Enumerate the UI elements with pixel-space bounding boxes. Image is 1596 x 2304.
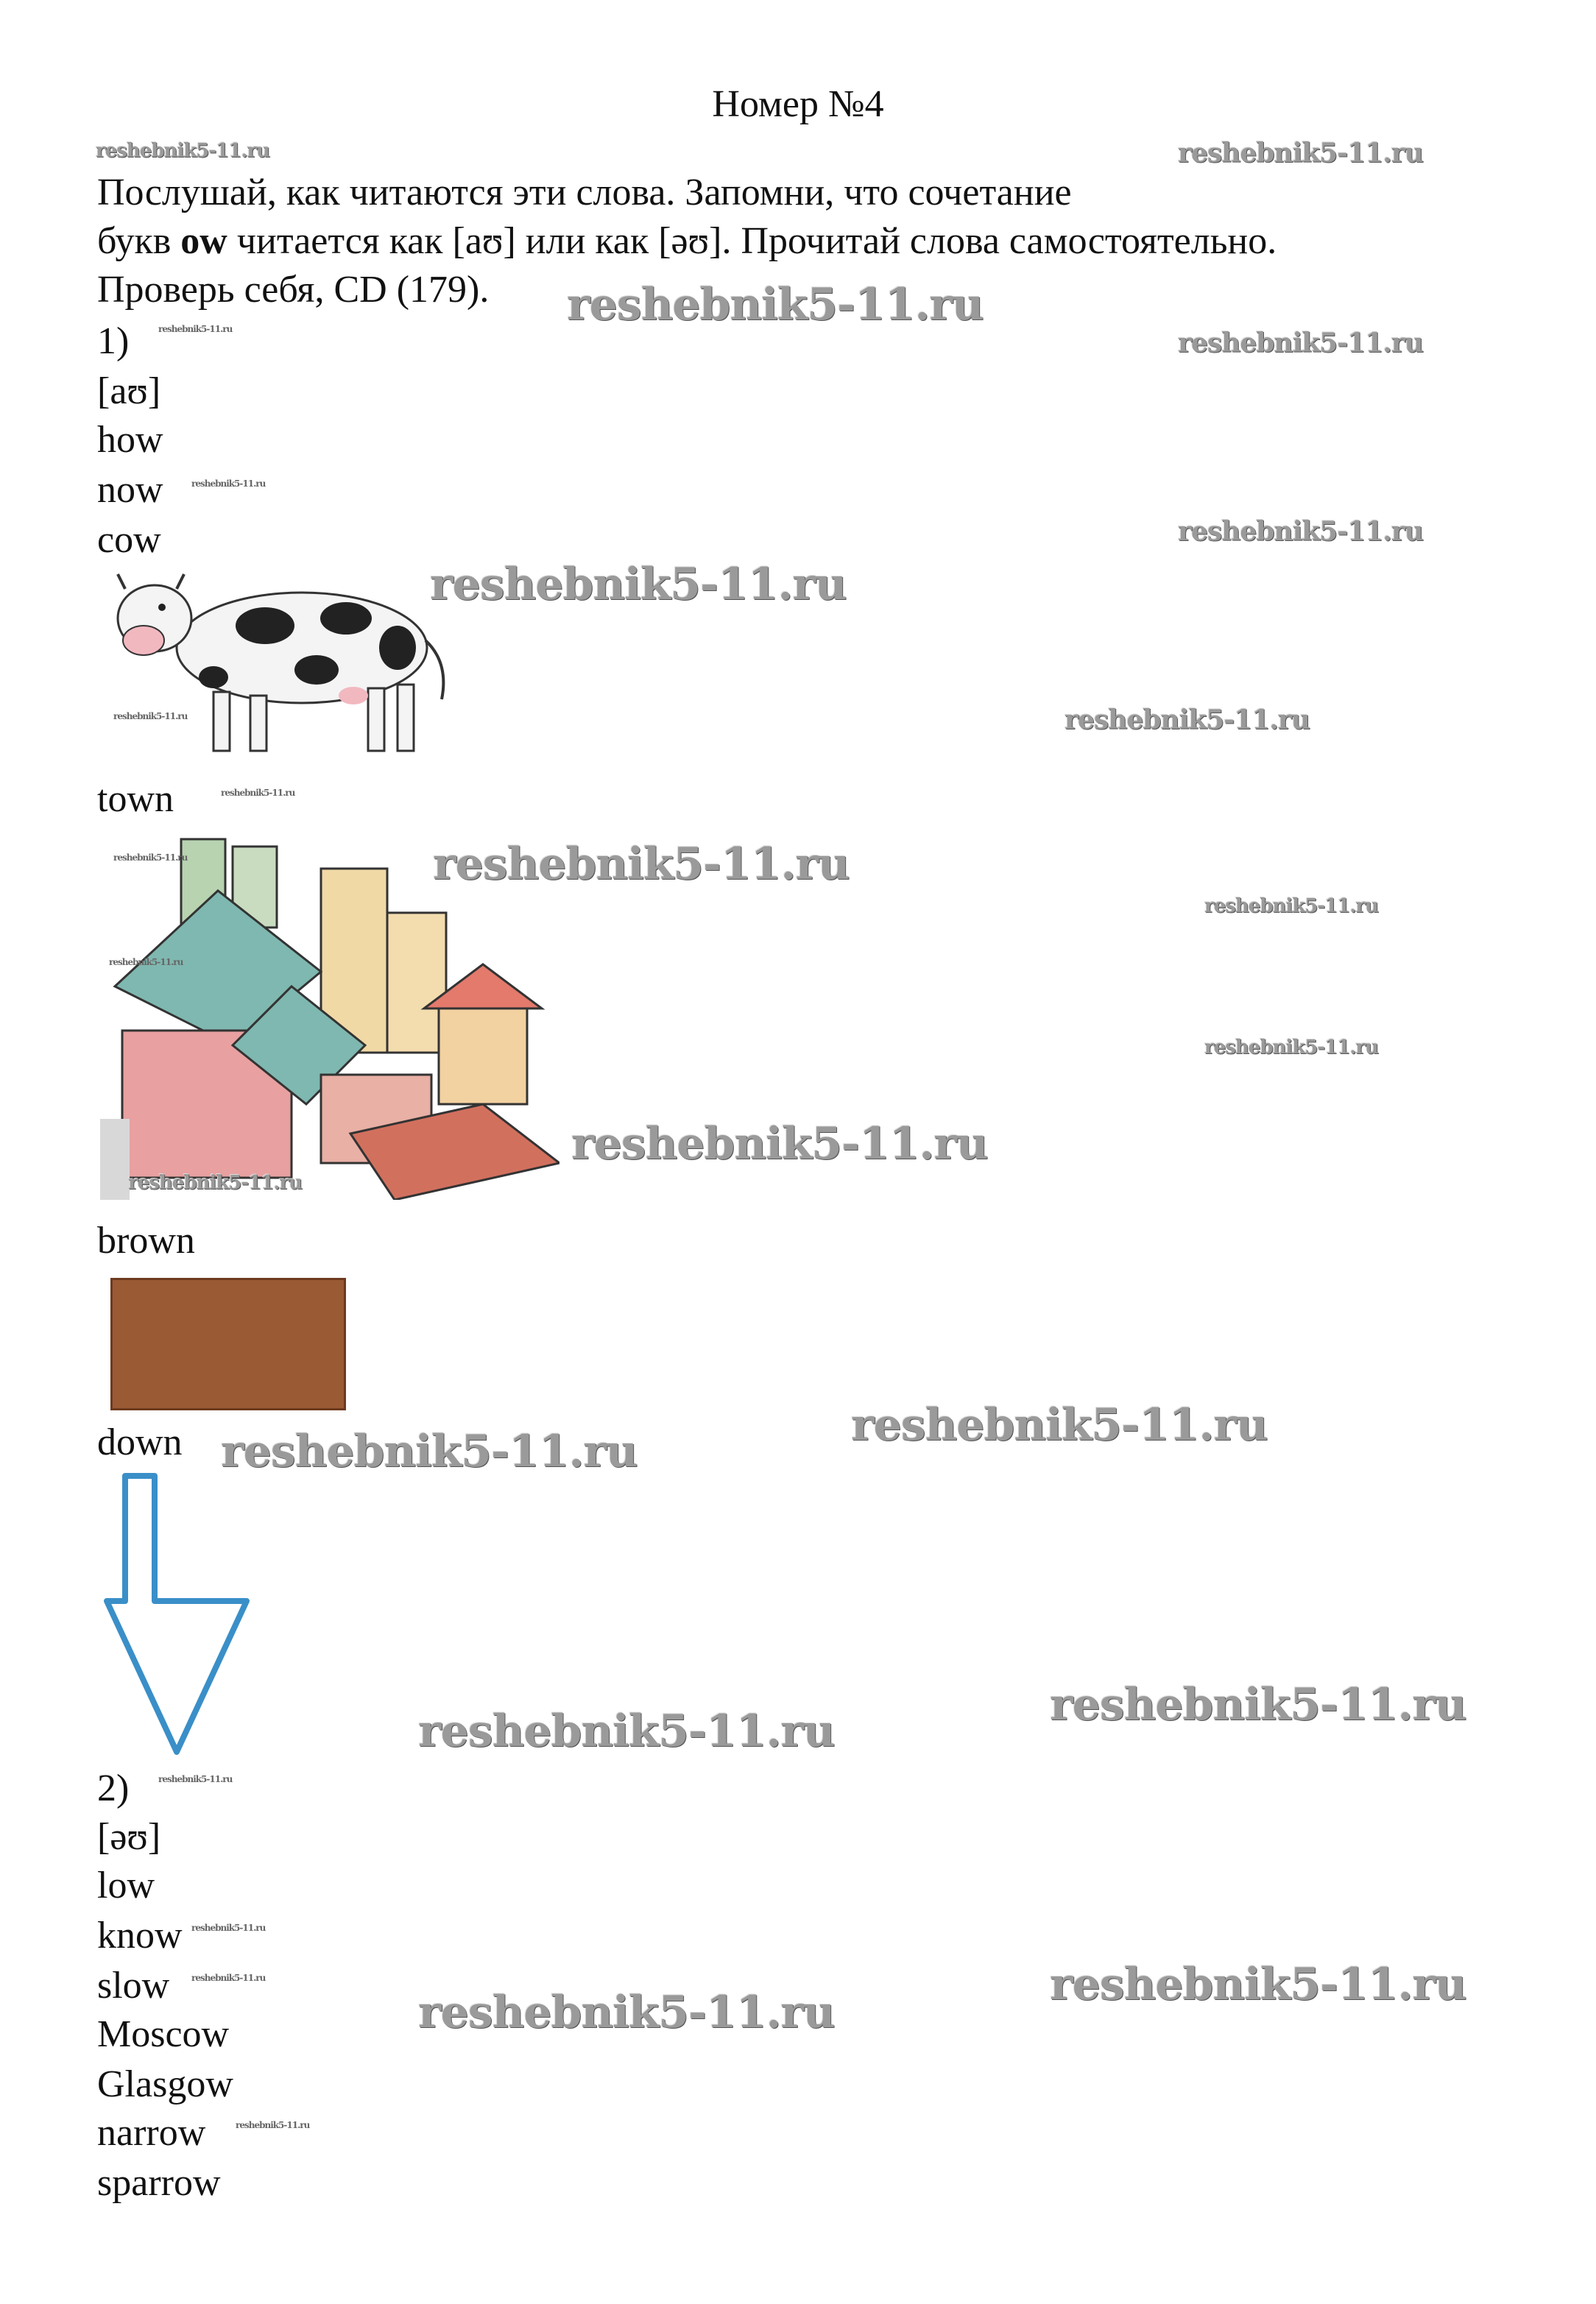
instruction-bold-ow: ow (180, 220, 227, 262)
watermark: reshebnik5-11.ru (1050, 1679, 1467, 1731)
watermark: reshebnik5-11.ru (96, 140, 270, 162)
watermark: reshebnik5-11.ru (221, 1426, 638, 1477)
section-number: 2) (97, 1767, 130, 1809)
instruction-line-2: букв ow читается как [aʊ] или как [əʊ]. … (97, 219, 1277, 264)
watermark: reshebnik5-11.ru (571, 1118, 989, 1170)
section-number: 1) (97, 320, 130, 362)
watermark: reshebnik5-11.ru (158, 1774, 233, 1784)
watermark: reshebnik5-11.ru (113, 852, 188, 863)
instruction-line-3: Проверь себя, CD (179). (97, 269, 490, 311)
word: know (97, 1915, 183, 1957)
cow-illustration (116, 573, 445, 752)
town-illustration (100, 824, 559, 1200)
sound-transcription: [əʊ] (97, 1816, 161, 1858)
watermark: reshebnik5-11.ru (191, 1923, 266, 1933)
watermark: reshebnik5-11.ru (418, 1706, 836, 1757)
word: brown (97, 1220, 195, 1262)
watermark: reshebnik5-11.ru (1204, 1036, 1379, 1059)
word: sparrow (97, 2162, 221, 2204)
watermark: reshebnik5-11.ru (418, 1987, 836, 2038)
watermark: reshebnik5-11.ru (430, 559, 847, 610)
watermark: reshebnik5-11.ru (1204, 895, 1379, 917)
word: cow (97, 519, 161, 561)
watermark: reshebnik5-11.ru (128, 1172, 303, 1194)
brown-color-swatch (110, 1278, 346, 1410)
watermark: reshebnik5-11.ru (191, 1973, 266, 1983)
word: down (97, 1421, 183, 1463)
watermark: reshebnik5-11.ru (191, 478, 266, 489)
sound-transcription: [aʊ] (97, 370, 161, 412)
instruction-text: читается как [aʊ] или как [əʊ]. Прочитай… (227, 220, 1277, 262)
watermark: reshebnik5-11.ru (567, 279, 984, 331)
watermark: reshebnik5-11.ru (1178, 138, 1424, 169)
watermark: reshebnik5-11.ru (221, 788, 295, 798)
watermark: reshebnik5-11.ru (1050, 1959, 1467, 2010)
word: Moscow (97, 2013, 230, 2055)
watermark: reshebnik5-11.ru (158, 324, 233, 334)
word: now (97, 469, 163, 511)
watermark: reshebnik5-11.ru (109, 957, 183, 967)
down-arrow-illustration (104, 1473, 250, 1755)
word: town (97, 778, 174, 820)
word: low (97, 1865, 155, 1907)
instruction-text: букв (97, 220, 181, 262)
watermark: reshebnik5-11.ru (1178, 328, 1424, 358)
watermark: reshebnik5-11.ru (1064, 704, 1310, 735)
word: narrow (97, 2112, 206, 2154)
watermark: reshebnik5-11.ru (1178, 516, 1424, 547)
page-title: Номер №4 (712, 83, 884, 125)
word: Glasgow (97, 2063, 233, 2105)
watermark: reshebnik5-11.ru (113, 711, 188, 721)
watermark: reshebnik5-11.ru (851, 1399, 1268, 1451)
word: how (97, 419, 163, 461)
word: slow (97, 1965, 170, 2007)
watermark: reshebnik5-11.ru (433, 838, 850, 890)
watermark: reshebnik5-11.ru (236, 2120, 310, 2130)
instruction-line-1: Послушай, как читаются эти слова. Запомн… (97, 172, 1072, 213)
